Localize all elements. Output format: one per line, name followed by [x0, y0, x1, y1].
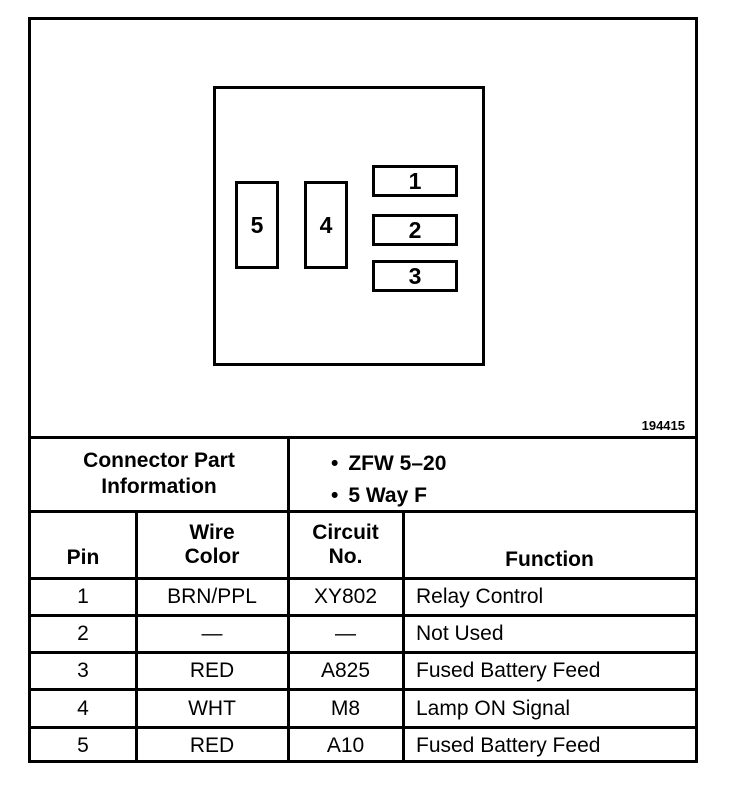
- part-info-line: Information: [101, 475, 217, 498]
- cell-wire-color: WHT: [188, 696, 236, 720]
- divider: [402, 512, 405, 763]
- cell-function: Relay Control: [416, 585, 544, 608]
- pin-label: 1: [408, 167, 422, 194]
- part-info-line: Connector Part: [83, 449, 235, 472]
- divider: [31, 651, 695, 654]
- cell-circuit: A10: [326, 734, 365, 757]
- divider: [31, 726, 695, 729]
- pin-cavity-3: 3: [372, 260, 458, 292]
- cell-function: Fused Battery Feed: [416, 734, 601, 757]
- divider: [31, 577, 695, 580]
- cell-pin: 5: [77, 734, 89, 757]
- cell-circuit: M8: [330, 696, 361, 720]
- bullet-item: 5 Way F: [331, 480, 446, 512]
- cell-function: Not Used: [416, 622, 504, 645]
- header-line: No.: [328, 545, 363, 568]
- connector-part-info-label: Connector Part Information: [31, 438, 287, 510]
- cell-wire-color: RED: [189, 734, 235, 757]
- pin-label: 5: [250, 211, 264, 238]
- cell-circuit: —: [335, 622, 356, 645]
- header-line: Circuit: [312, 521, 379, 544]
- pin-cavity-2: 2: [372, 214, 458, 246]
- divider: [31, 614, 695, 617]
- header-circuit: Circuit No.: [289, 521, 402, 569]
- header-line: Wire: [189, 521, 235, 544]
- pin-cavity-4: 4: [304, 181, 348, 269]
- cell-pin: 4: [77, 696, 89, 720]
- divider: [135, 512, 138, 763]
- pin-cavity-1: 1: [372, 165, 458, 197]
- pin-label: 2: [408, 216, 422, 243]
- header-wire-color: Wire Color: [137, 521, 287, 569]
- cell-function: Fused Battery Feed: [416, 659, 601, 682]
- cell-pin: 2: [77, 622, 89, 645]
- connector-part-bullets: ZFW 5–20 5 Way F: [331, 448, 446, 512]
- connector-body: 5 4 1 2 3: [213, 86, 485, 366]
- cell-circuit: A825: [320, 659, 371, 682]
- figure-id: 194415: [641, 418, 685, 433]
- header-pin: Pin: [66, 546, 100, 569]
- connector-frame: 5 4 1 2 3 194415 Connector Part Informat…: [28, 17, 698, 763]
- cell-wire-color: —: [201, 622, 223, 645]
- divider: [31, 436, 695, 439]
- cell-pin: 1: [77, 585, 89, 608]
- pin-label: 4: [319, 211, 333, 238]
- divider: [287, 438, 290, 763]
- header-line: Color: [184, 545, 240, 568]
- header-function: Function: [505, 548, 594, 571]
- cell-wire-color: RED: [189, 659, 235, 682]
- connector-diagram: 5 4 1 2 3 194415: [31, 20, 695, 438]
- cell-wire-color: BRN/PPL: [167, 585, 257, 608]
- pin-cavity-5: 5: [235, 181, 279, 269]
- cell-circuit: XY802: [313, 585, 378, 608]
- bullet-item: ZFW 5–20: [331, 448, 446, 480]
- divider: [31, 688, 695, 691]
- cell-pin: 3: [77, 659, 89, 682]
- cell-function: Lamp ON Signal: [416, 696, 571, 720]
- pin-label: 3: [408, 262, 422, 289]
